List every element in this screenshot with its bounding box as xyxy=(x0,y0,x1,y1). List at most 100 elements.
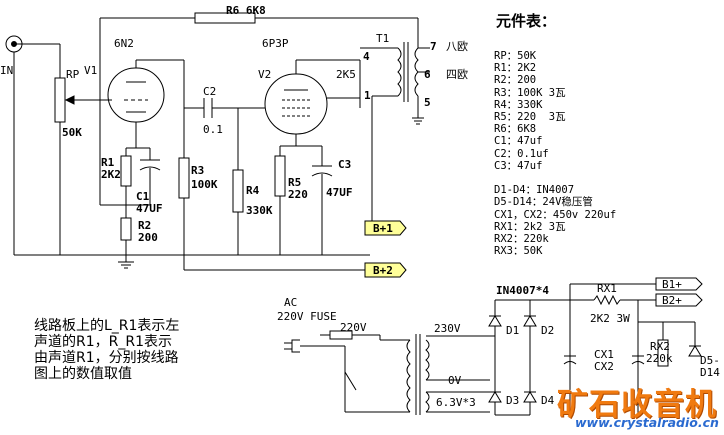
label-c1-value: 47UF xyxy=(136,202,163,215)
parts-list-line: R1：2K2 xyxy=(494,62,537,75)
parts-list-line: D1-D4：IN4007 xyxy=(494,184,575,197)
label-r4-value: 330K xyxy=(246,204,273,217)
label-c2: C2 xyxy=(203,85,216,98)
label-6v3: 6.3V*3 xyxy=(436,396,476,409)
b-plus-2-label: B+2 xyxy=(373,264,393,277)
power-transformer-primary xyxy=(406,339,411,413)
label-d5: D5- xyxy=(700,354,720,367)
label-4ohm: 四欧 xyxy=(446,68,468,81)
label-r3: R3 xyxy=(191,164,204,177)
label-r1: R1 xyxy=(101,156,115,169)
label-ac: AC xyxy=(284,296,297,309)
transformer-t1-primary xyxy=(397,47,402,97)
parts-list-line: R5：220 3瓦 xyxy=(494,111,566,124)
pcb-note: 线路板上的L_R1表示左声道的R1，R_R1表示由声道R1，分别按线路图上的数值… xyxy=(34,318,180,382)
label-diodes: IN4007*4 xyxy=(496,284,549,297)
b2-out-tag: B2+ xyxy=(655,293,703,307)
parts-list-line: R3：100K 3瓦 xyxy=(494,86,566,99)
label-v1: V1 xyxy=(84,64,97,77)
capacitor-c1 xyxy=(139,166,161,171)
b1-out-tag: B1+ xyxy=(655,277,703,291)
label-v2: V2 xyxy=(258,68,271,81)
label-rx2: RX2 xyxy=(650,340,670,353)
label-pin4: 4 xyxy=(363,50,370,63)
b2-out-label: B2+ xyxy=(662,294,682,307)
parts-list-line: C1：47uf xyxy=(494,135,543,148)
b-plus-1-tag: B+1 xyxy=(364,220,407,236)
heater-winding xyxy=(425,391,430,413)
label-d4: D4 xyxy=(541,394,555,407)
diode-d3 xyxy=(488,391,502,403)
label-r2: R2 xyxy=(138,219,151,232)
resistor-r4 xyxy=(232,169,244,213)
label-c3: C3 xyxy=(338,158,351,171)
label-pin7: 7 xyxy=(430,40,437,53)
parts-list-line xyxy=(494,172,616,184)
b-plus-2-tag: B+2 xyxy=(364,262,407,278)
label-r4: R4 xyxy=(246,184,260,197)
resistor-r2 xyxy=(120,217,132,241)
tube-v1 xyxy=(107,67,165,123)
parts-list-line: D5-D14：24V稳压管 xyxy=(494,196,593,209)
capacitor-c3 xyxy=(311,172,333,177)
transformer-t1-secondary xyxy=(414,47,419,97)
tube-v2 xyxy=(264,73,328,135)
label-rp: RP xyxy=(66,68,80,81)
label-r3-value: 100K xyxy=(191,178,218,191)
label-cx1: CX1 xyxy=(594,348,614,361)
resistor-r5 xyxy=(274,155,286,197)
parts-list-line: R2：200 xyxy=(494,74,537,87)
capacitor-cx2 xyxy=(631,361,645,365)
label-r5-value: 220 xyxy=(288,188,308,201)
label-rp-value: 50K xyxy=(62,126,82,139)
site-logo: 矿石收音机 www.crystalradio.cn xyxy=(557,379,724,435)
power-plug xyxy=(291,339,300,353)
label-rx1-value: 2K2 3W xyxy=(590,312,630,325)
label-ac-in: 220V xyxy=(340,321,367,334)
parts-list-line: C3：47uf xyxy=(494,159,543,172)
label-d1: D1 xyxy=(506,324,519,337)
label-d2: D2 xyxy=(541,324,554,337)
parts-list-line: RX1：2k2 3瓦 xyxy=(494,220,566,233)
label-r6: R6 6K8 xyxy=(226,4,266,17)
label-r5: R5 xyxy=(288,176,301,189)
label-pin1: 1 xyxy=(364,89,371,102)
resistor-rx2 xyxy=(657,339,669,367)
label-pin5: 5 xyxy=(424,96,431,109)
logo-url: www.crystalradio.cn xyxy=(575,415,719,430)
parts-list-line: RX2：220k xyxy=(494,233,549,246)
label-r1-value: 2K2 xyxy=(101,168,121,181)
label-ac-line: 220V FUSE xyxy=(277,310,337,323)
diode-d2 xyxy=(523,315,537,327)
rp-potentiometer xyxy=(54,77,66,123)
parts-list-title: 元件表： xyxy=(496,12,557,30)
label-t1: T1 xyxy=(376,32,389,45)
label-in: IN xyxy=(0,64,13,77)
parts-list-line: C2：0.1uf xyxy=(494,147,549,160)
diode-d4 xyxy=(523,391,537,403)
label-0v: 0V xyxy=(448,374,462,387)
power-transformer-secondary xyxy=(425,339,430,381)
label-r2-value: 200 xyxy=(138,231,158,244)
parts-list-line: RP：50K xyxy=(494,50,537,62)
label-c2-value: 0.1 xyxy=(203,123,223,136)
parts-list-line: R4：330K xyxy=(494,98,543,111)
label-cx2: CX2 xyxy=(594,360,614,373)
resistor-r3 xyxy=(178,157,190,199)
zener-d5 xyxy=(688,345,702,357)
label-c1: C1 xyxy=(136,190,150,203)
label-rx1: RX1 xyxy=(597,282,617,295)
label-pin6: 6 xyxy=(424,68,431,81)
parts-list-line: R6：6K8 xyxy=(494,123,537,136)
b-plus-1-label: B+1 xyxy=(373,222,393,235)
b1-out-label: B1+ xyxy=(662,278,682,291)
label-rx2-value: 220k xyxy=(646,352,673,365)
label-230v: 230V xyxy=(434,322,461,335)
label-t1-impedance: 2K5 xyxy=(336,68,356,81)
resistor-rx1 xyxy=(593,294,621,306)
capacitor-cx1 xyxy=(563,361,577,365)
label-tube1: 6N2 xyxy=(114,37,134,50)
